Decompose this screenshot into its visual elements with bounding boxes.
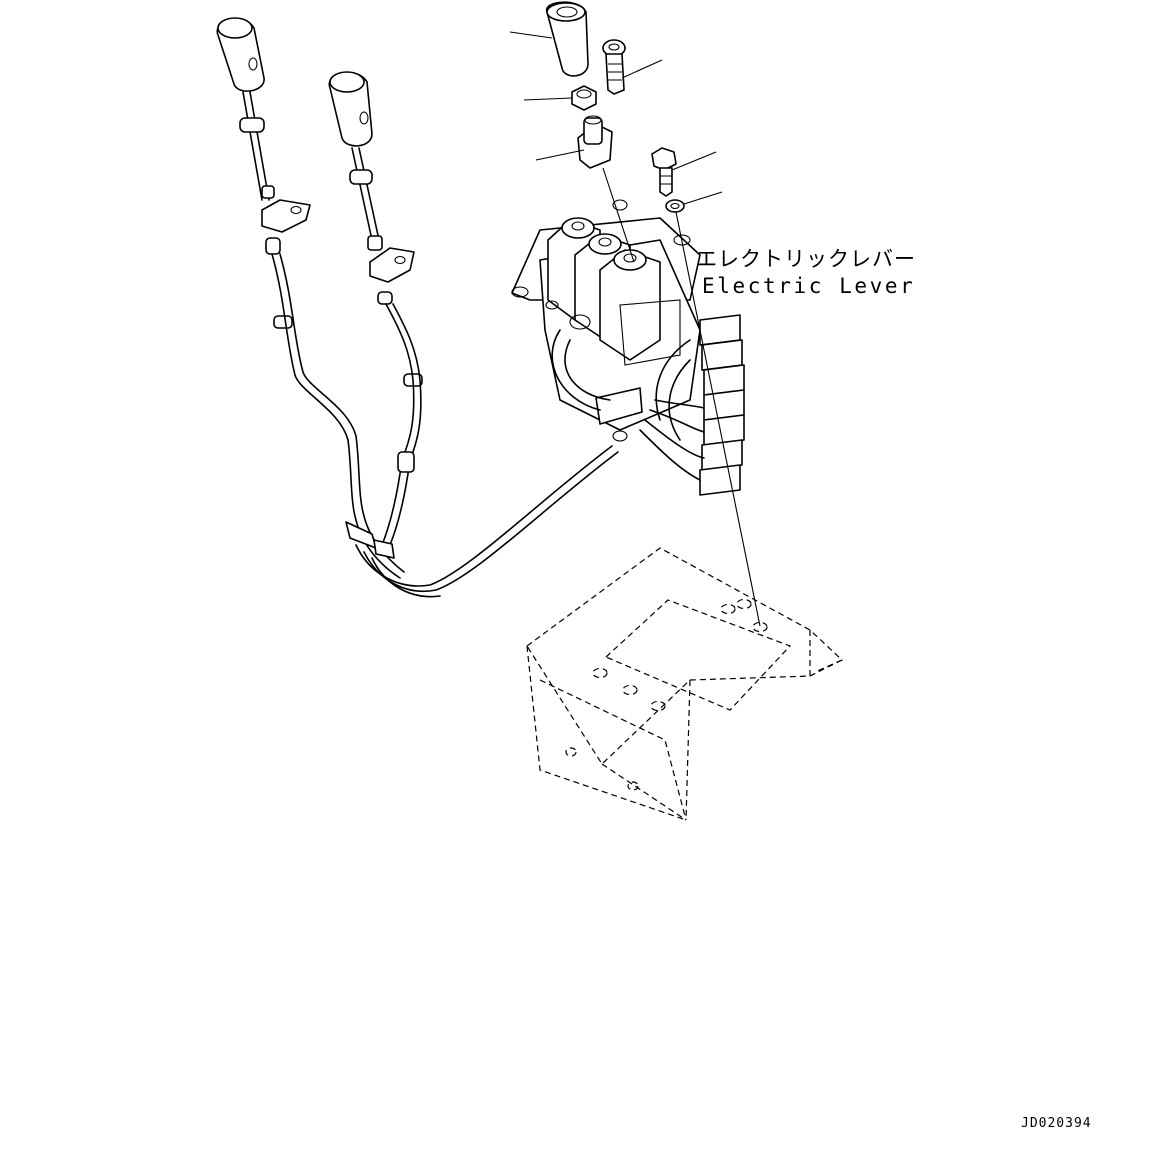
- callout-label-japanese: エレクトリックレバー: [696, 247, 916, 271]
- hex-nut: [571, 85, 597, 111]
- right-lever-knob: [328, 71, 373, 147]
- left-lever-knob: [216, 17, 265, 92]
- callout-label-english: Electric Lever: [702, 274, 915, 298]
- socket-bolt: [602, 39, 626, 95]
- valve-spool: [599, 249, 661, 361]
- right-lever-rod: [349, 147, 423, 387]
- lever-base-adapter: [577, 115, 613, 169]
- wiring-harness: [271, 253, 619, 598]
- electric-lever-valve-block: [511, 199, 701, 442]
- center-lever-knob: [546, 1, 589, 77]
- hex-bolt: [651, 147, 677, 197]
- left-lever-rod: [239, 91, 311, 329]
- leader-lines: [509, 31, 723, 205]
- assembly-center-lines: [602, 167, 761, 627]
- mounting-bracket: [526, 547, 844, 821]
- washer: [665, 199, 685, 213]
- drawing-code: JD020394: [1021, 1116, 1092, 1131]
- connector-stack: [551, 314, 745, 496]
